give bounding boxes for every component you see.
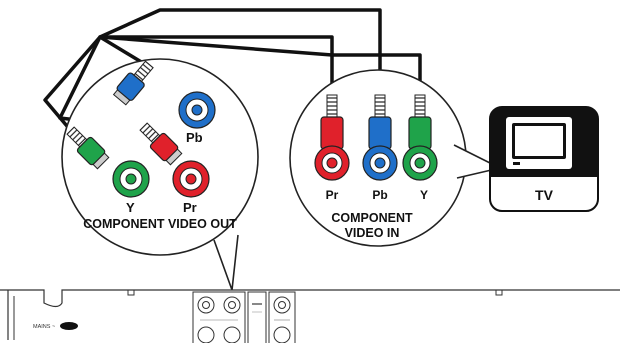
device-outline xyxy=(0,289,620,340)
output-label-y: Y xyxy=(126,200,135,215)
output-pointer xyxy=(213,234,239,291)
input-panel: Pr Pb Y COMPONENT VIDEO IN xyxy=(289,69,503,247)
mains-socket-icon xyxy=(60,322,78,330)
output-label-pb: Pb xyxy=(186,130,203,145)
input-title-line2: VIDEO IN xyxy=(345,226,400,240)
connector-block xyxy=(192,291,296,343)
cable-pb xyxy=(98,8,382,95)
rca-jack-y-icon xyxy=(112,160,150,198)
tv-box: TV xyxy=(489,106,599,212)
input-label-pr: Pr xyxy=(326,188,339,202)
input-title-line1: COMPONENT xyxy=(331,211,413,225)
rca-plug-in-pr-icon xyxy=(314,94,350,181)
mains-label: MAINS ~ xyxy=(33,324,55,330)
rca-plug-y-icon xyxy=(66,126,110,170)
rca-jack-pb-icon xyxy=(178,91,216,129)
output-title: COMPONENT VIDEO OUT xyxy=(83,217,237,231)
rca-plug-pr-icon xyxy=(139,122,183,166)
output-panel: Pb Y Pr COMPONENT VIDEO OUT xyxy=(61,58,259,291)
output-label-pr: Pr xyxy=(183,200,197,215)
input-label-pb: Pb xyxy=(372,188,387,202)
rca-jack-pr-icon xyxy=(172,160,210,198)
tv-label: TV xyxy=(535,187,554,203)
rca-plug-in-y-icon xyxy=(402,94,438,181)
input-label-y: Y xyxy=(420,188,428,202)
device-rear-panel: MAINS ~ xyxy=(0,289,620,343)
tv-icon xyxy=(506,117,572,169)
rca-plug-in-pb-icon xyxy=(362,94,398,181)
rca-plug-pb-icon xyxy=(112,60,154,106)
